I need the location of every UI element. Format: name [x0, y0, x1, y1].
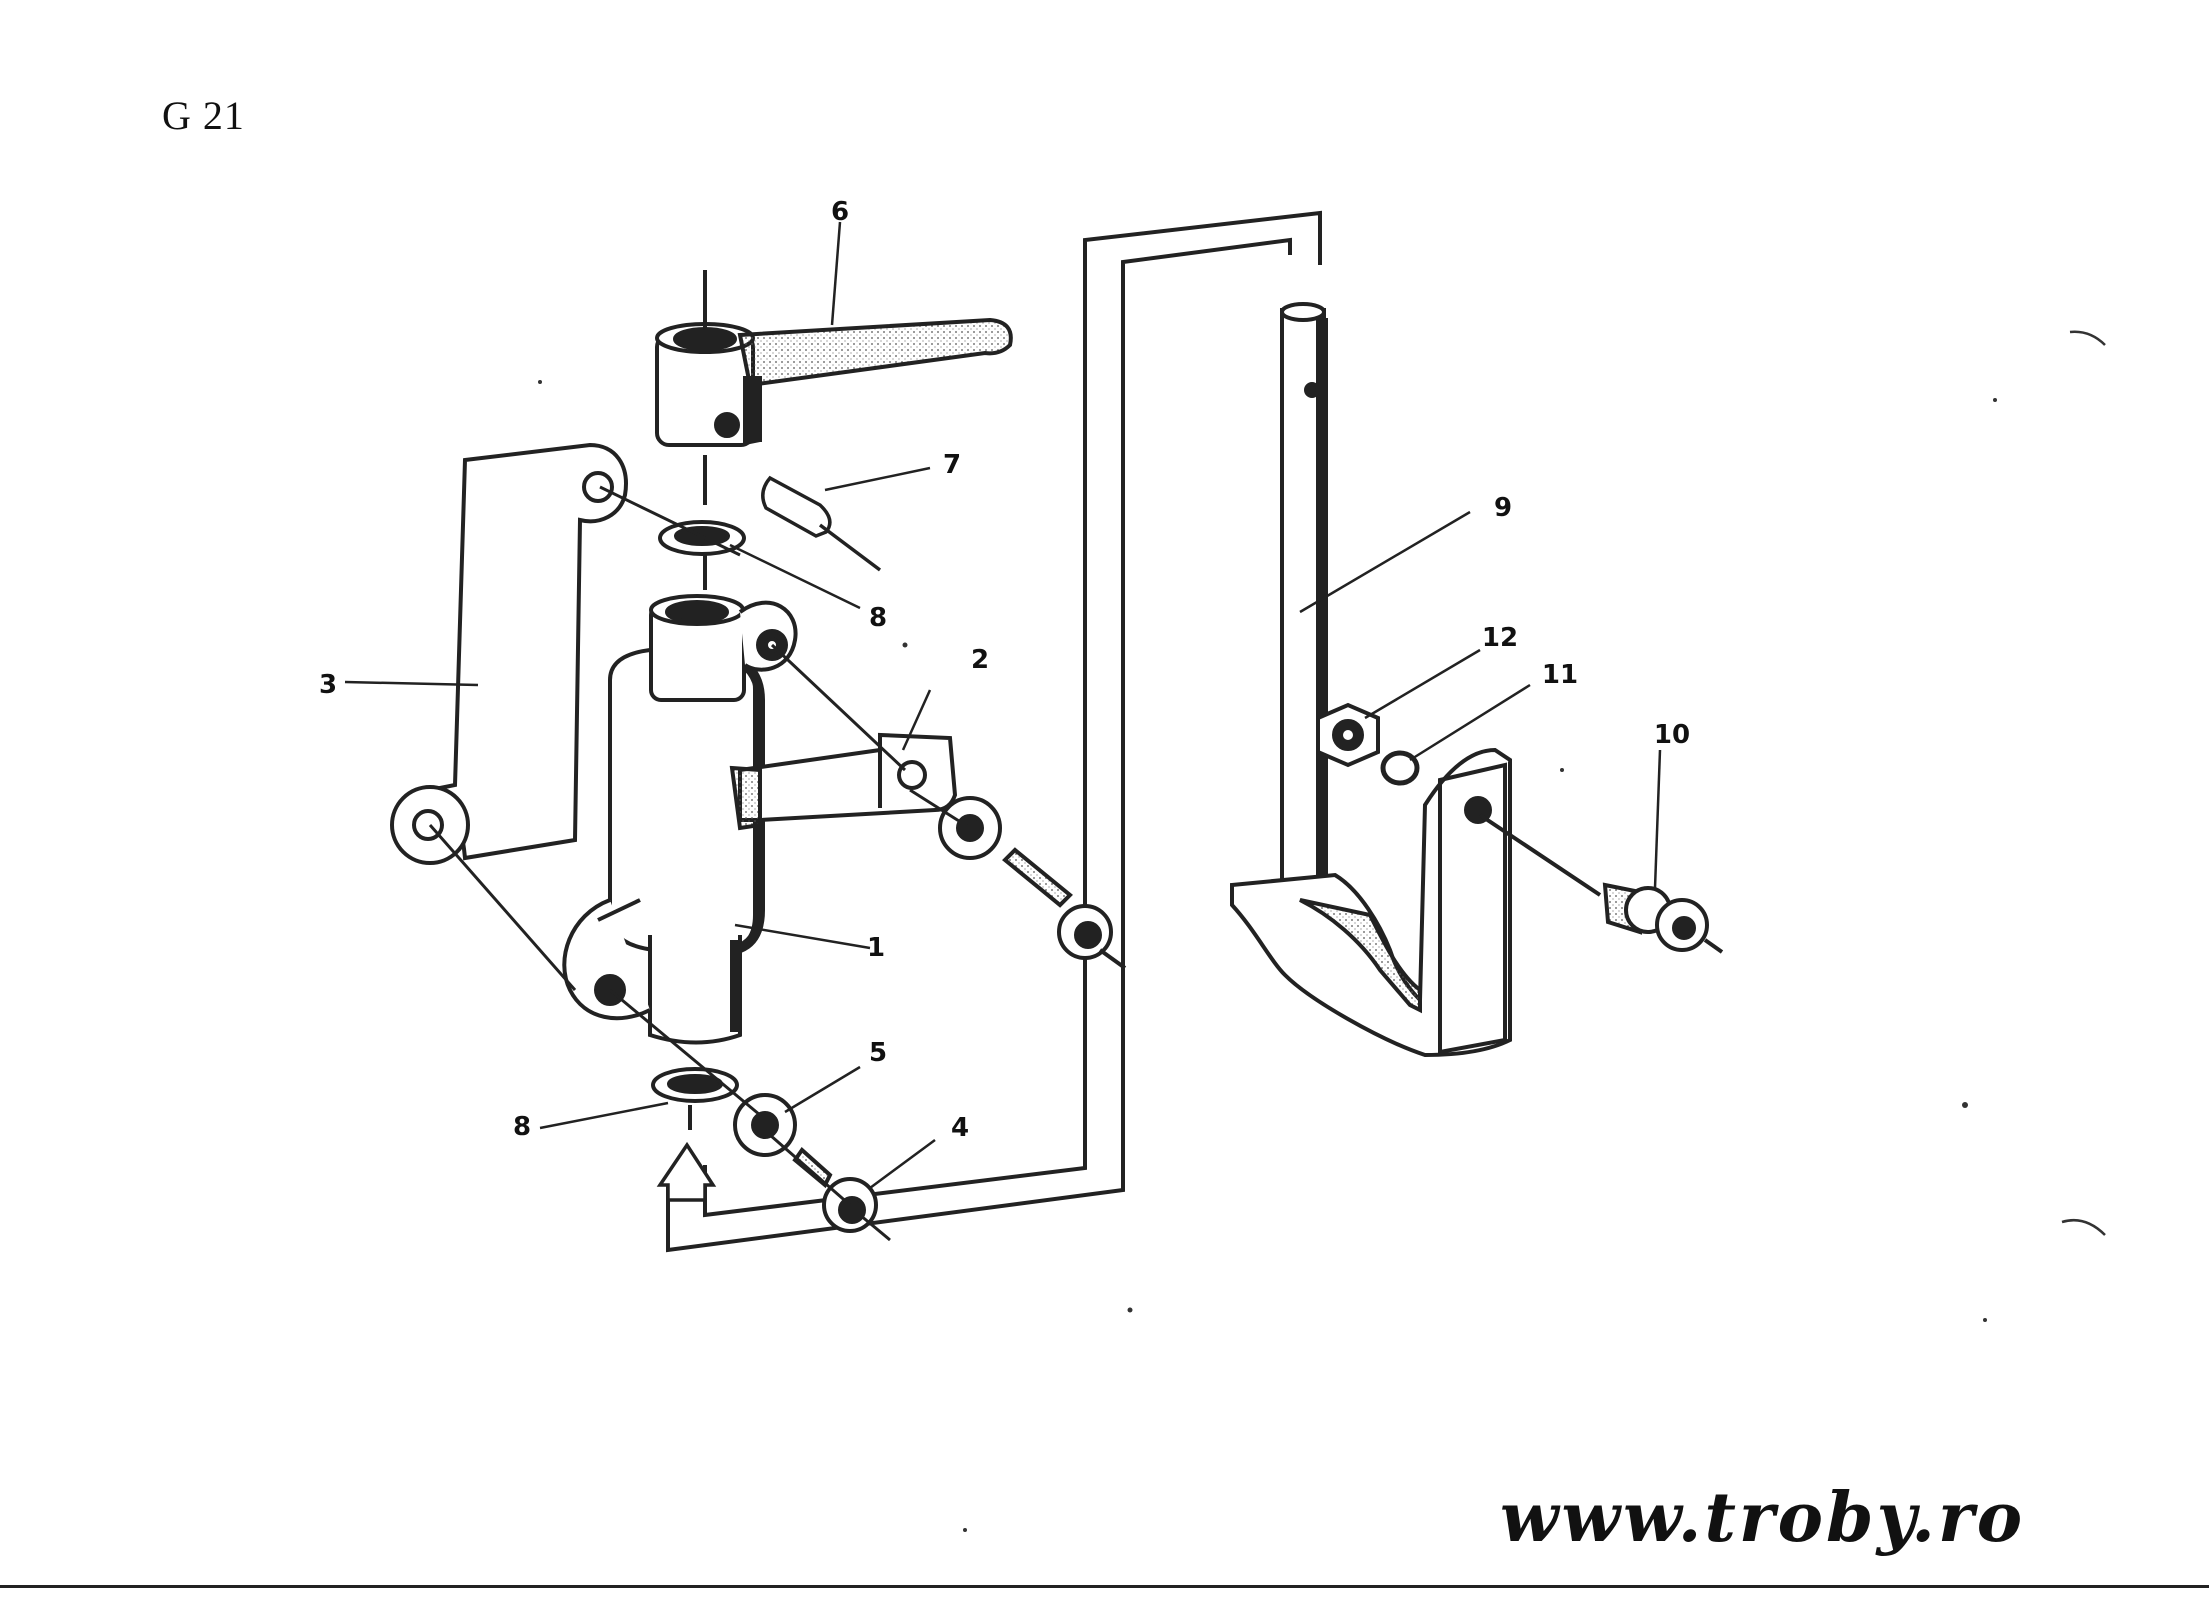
ring-lower-part [651, 1067, 739, 1130]
callout-8-lower: 8 [512, 1112, 532, 1142]
ring-upper-part [658, 520, 746, 590]
callout-leaders [344, 221, 1662, 1190]
assembly-boundary-line [666, 210, 1322, 1253]
up-arrow-icon [656, 1141, 717, 1202]
nut-part [1316, 702, 1380, 768]
callout-8-upper: 8 [868, 603, 888, 633]
callout-1: 1 [866, 933, 886, 963]
scan-mark [2061, 1218, 2106, 1236]
callout-10: 10 [1653, 720, 1691, 750]
page-code: G 21 [162, 93, 245, 138]
washer-part [733, 796, 1002, 1157]
cylinder-part [562, 594, 798, 1045]
callout-12: 12 [1481, 623, 1519, 653]
cover-plate-part [390, 442, 628, 865]
callout-6: 6 [830, 197, 850, 227]
callout-3: 3 [318, 670, 338, 700]
callout-2: 2 [970, 645, 990, 675]
rod-part [1230, 302, 1512, 1058]
pin-part [761, 475, 882, 572]
callout-9: 9 [1493, 493, 1513, 523]
bolt-part [1478, 813, 1724, 954]
lever-part [655, 270, 1013, 505]
screw-part [792, 847, 1127, 1233]
connection-lines [428, 485, 971, 1242]
footer-rule [0, 1585, 2209, 1588]
callout-4: 4 [950, 1113, 970, 1143]
callout-5: 5 [868, 1038, 888, 1068]
scan-specks [538, 380, 1997, 1532]
callout-7: 7 [942, 450, 962, 480]
spring-washer-part [1380, 750, 1420, 786]
scan-mark [2069, 330, 2106, 346]
callout-11: 11 [1541, 660, 1579, 690]
bracket-part [729, 732, 958, 831]
watermark-text: www.troby.ro [1500, 1478, 2026, 1558]
